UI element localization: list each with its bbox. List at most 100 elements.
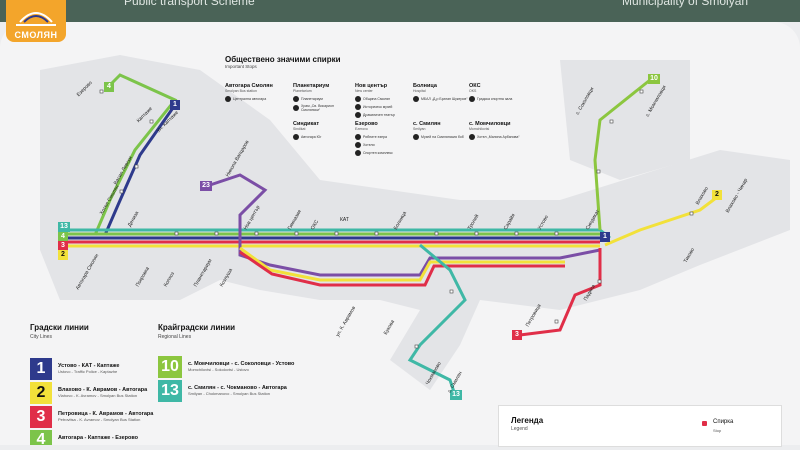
stop-item-label: Храм „Св. Висарион Смолянски“ — [301, 104, 334, 112]
group-title: Нов център — [355, 83, 388, 89]
group-subtitle: Hospital — [413, 89, 426, 93]
badge-line-4[interactable]: 4 — [104, 82, 114, 92]
route-number: 4 — [30, 430, 52, 448]
planetarium-icon — [293, 96, 299, 102]
badge-line-23[interactable]: 23 — [200, 181, 212, 191]
group-oks: ОКС OKS Градска спортна зала — [469, 83, 527, 104]
group-title: Езерово — [355, 121, 378, 127]
stop-item-label: Община Смолян — [363, 97, 391, 101]
stop-item: МБАЛ „Д-р Братан Шукеров“ — [413, 96, 471, 102]
route-name: Автогара - Каптаже - Езерово — [58, 435, 139, 441]
stop-marker-icon — [702, 421, 707, 426]
route-number: 10 — [158, 356, 182, 378]
stop-item-label: Драматичен театър — [363, 113, 395, 117]
legend-stop-subtitle: Stop — [713, 428, 722, 433]
fish-icon — [355, 134, 361, 140]
route-number: 1 — [30, 358, 52, 380]
stop-item-label: Спортен комплекс — [363, 151, 393, 155]
badge-line-13[interactable]: 13 — [58, 222, 70, 232]
route-subtitle: Smilyan - Chokmanovo - Smolyan Bus Stati… — [188, 391, 271, 396]
stop-item: Централна автогара — [225, 96, 283, 102]
municipality-icon — [355, 96, 361, 102]
group-title: Болница — [413, 83, 437, 89]
sports-icon — [469, 96, 475, 102]
group-subtitle: Momchilovtsi — [469, 127, 490, 131]
route-subtitle: Ustovo - Traffic Police - Kaptazhe — [58, 369, 118, 374]
group-subtitle: Smilyan — [413, 127, 426, 131]
route-name: Петровица - К. Аврамов - Автогара — [58, 411, 154, 417]
badge-line-10[interactable]: 10 — [648, 74, 660, 84]
sports-icon — [355, 150, 361, 156]
stop-item: Градска спортна зала — [469, 96, 527, 102]
route-name: с. Смилян - с. Чокманово - Автогара — [188, 385, 287, 391]
badge-line-3-west[interactable]: 3 — [58, 241, 68, 251]
group-nov-tsentar: Нов център New center Община Смолян Исто… — [355, 83, 413, 120]
badge-line-4-west[interactable]: 4 — [58, 232, 68, 242]
regional-lines-title: Крайградски линии — [158, 323, 236, 332]
stop-item: Музей на Смилянския боб — [413, 134, 471, 140]
route-name: с. Момчиловци - с. Соколовци - Устово — [188, 361, 295, 367]
hotel-icon — [469, 134, 475, 140]
stop-item-label: МБАЛ „Д-р Братан Шукеров“ — [421, 97, 468, 101]
route-number: 3 — [30, 406, 52, 428]
smolyan-logo: СМОЛЯН — [6, 0, 66, 42]
city-lines-title: Градски линии — [30, 323, 89, 332]
station-kat[interactable]: КАТ — [340, 217, 349, 223]
logo-text: СМОЛЯН — [14, 30, 58, 40]
stop-item-label: Планетариум — [301, 97, 323, 101]
route-number: 13 — [158, 380, 182, 402]
museum-icon — [413, 134, 419, 140]
group-smilyan: с. Смилян Smilyan Музей на Смилянския бо… — [413, 121, 471, 142]
stop-item: Историческ музей — [355, 104, 413, 110]
badge-line-3-east[interactable]: 3 — [512, 330, 522, 340]
bus-icon — [225, 96, 231, 102]
header-bar: Public transport Scheme Municipality of … — [0, 0, 800, 22]
stop-item: Храм „Св. Висарион Смолянски“ — [293, 104, 351, 112]
badge-line-2-west[interactable]: 2 — [58, 250, 68, 260]
group-subtitle: OKS — [469, 89, 477, 93]
group-sindikat: Синдикат Sindikat Автогара Юг — [293, 121, 351, 142]
stop-item-label: Хотел „Малина Арбанова“ — [477, 135, 520, 139]
group-title: ОКС — [469, 83, 481, 89]
group-planetarium: Планетариум Planetarium Планетариум Храм… — [293, 83, 351, 114]
route-line-4[interactable]: 4 Автогара - Каптаже - Езерово — [30, 430, 139, 448]
route-subtitle: Vlahovo - K. Avramov - Smolyan Bus Stati… — [58, 393, 138, 398]
route-name: Влахово - К. Аврамов - Автогара — [58, 387, 148, 393]
group-title: с. Смилян — [413, 121, 441, 127]
badge-line-2-east[interactable]: 2 — [712, 190, 722, 200]
group-title: Автогара Смолян — [225, 83, 273, 89]
header-title: Public transport Scheme — [124, 0, 255, 8]
church-icon — [293, 105, 299, 111]
stop-item: Спортен комплекс — [355, 150, 413, 156]
badge-line-13-south[interactable]: 13 — [450, 390, 462, 400]
logo-emblem-icon — [16, 12, 56, 26]
group-title: Планетариум — [293, 83, 330, 89]
badge-line-1[interactable]: 1 — [170, 100, 180, 110]
important-stops-subtitle: Important Stops — [225, 64, 257, 69]
group-ezerovo: Езерово Ezerovo Рибните езера Хотели Спо… — [355, 121, 413, 158]
group-subtitle: Sindikat — [293, 127, 306, 131]
hospital-icon — [413, 96, 419, 102]
group-avtogara: Автогара Смолян Smolyan Bus station Цент… — [225, 83, 283, 104]
stop-item: Драматичен театър — [355, 112, 413, 118]
route-name: Устово - КАТ - Каптаже — [58, 363, 120, 369]
badge-line-1-east[interactable]: 1 — [600, 232, 610, 242]
stop-item: Автогара Юг — [293, 134, 351, 140]
legend-stop-label: Спирка — [713, 419, 734, 425]
legend-title: Легенда — [511, 416, 544, 425]
group-subtitle: New center — [355, 89, 373, 93]
route-number: 2 — [30, 382, 52, 404]
stop-item-label: Историческ музей — [363, 105, 393, 109]
stop-item: Рибните езера — [355, 134, 413, 140]
stop-item-label: Музей на Смилянския боб — [421, 135, 464, 139]
stop-item: Хотел „Малина Арбанова“ — [469, 134, 527, 140]
route-line-10[interactable]: 10 с. Момчиловци - с. Соколовци - Устово… — [158, 356, 294, 378]
bus-icon — [293, 134, 299, 140]
route-subtitle: Petrovitsa - K. Avramov - Smolyan Bus St… — [58, 417, 141, 422]
theater-icon — [355, 112, 361, 118]
